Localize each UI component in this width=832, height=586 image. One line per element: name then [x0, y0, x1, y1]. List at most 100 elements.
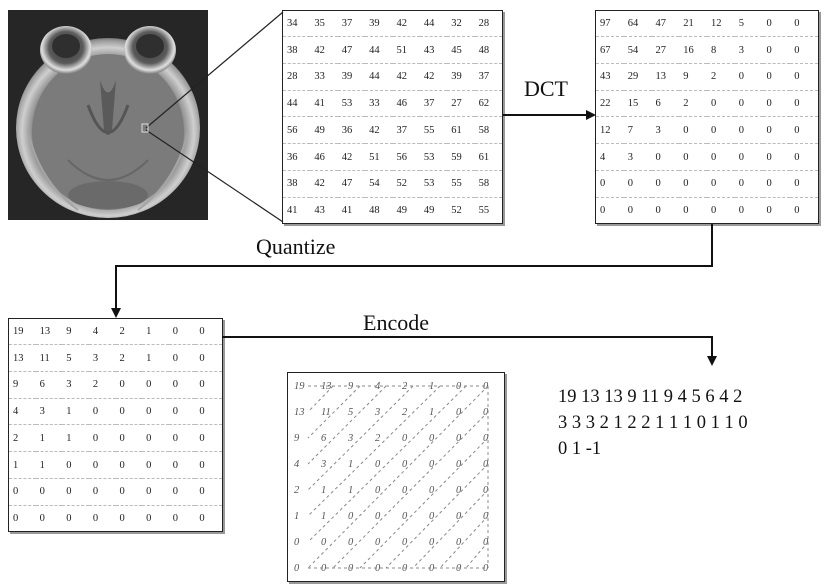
- matrix-cell: 56: [283, 116, 311, 145]
- matrix-cell: 42: [392, 11, 420, 38]
- matrix-cell: 19: [9, 319, 36, 346]
- encode-label: Encode: [363, 310, 429, 335]
- matrix-cell: 1: [142, 319, 169, 346]
- matrix-cell: 1: [321, 510, 327, 522]
- matrix-cell: 0: [142, 371, 169, 399]
- matrix-cell: 0: [168, 319, 196, 346]
- matrix-cell: 62: [474, 90, 502, 118]
- matrix-cell: 41: [310, 90, 338, 118]
- matrix-cell: 47: [337, 170, 366, 198]
- matrix-cell: 12: [707, 11, 735, 38]
- matrix-cell: 46: [392, 90, 420, 118]
- matrix-cell: 1: [142, 344, 169, 372]
- matrix-cell: 0: [483, 536, 489, 548]
- matrix-cell: 0: [707, 116, 735, 145]
- matrix-cell: 4: [375, 380, 381, 392]
- brain-mri-image: [8, 10, 208, 220]
- matrix-cell: 0: [402, 432, 408, 444]
- matrix-cell: 0: [195, 371, 222, 399]
- matrix-cell: 0: [172, 512, 178, 524]
- matrix-cell: 22: [596, 90, 624, 118]
- matrix-cell: 0: [734, 170, 763, 198]
- matrix-cell: 0: [115, 371, 143, 399]
- matrix-cell: 0: [456, 484, 462, 496]
- matrix-cell: 0: [790, 90, 818, 118]
- matrix-cell: 58: [474, 116, 502, 145]
- matrix-cell: 45: [447, 36, 475, 64]
- matrix-cell: 0: [115, 451, 143, 479]
- matrix-cell: 1: [294, 510, 300, 522]
- matrix-cell: 0: [766, 204, 772, 216]
- matrix-cell: 4: [596, 143, 624, 171]
- matrix-cell: 52: [392, 170, 420, 198]
- matrix-cell: 1: [35, 424, 63, 453]
- matrix-cell: 36: [337, 116, 366, 145]
- matrix-cell: 0: [168, 424, 196, 453]
- matrix-cell: 41: [341, 204, 353, 216]
- matrix-cell: 43: [314, 204, 325, 216]
- matrix-cell: 1: [348, 458, 354, 470]
- matrix-cell: 0: [39, 512, 45, 524]
- matrix-cell: 1: [9, 451, 36, 479]
- matrix-cell: 0: [375, 484, 381, 496]
- matrix-cell: 49: [396, 204, 408, 216]
- matrix-cell: 0: [402, 536, 408, 548]
- matrix-cell: 1: [321, 484, 327, 496]
- matrix-cell: 11: [321, 406, 331, 418]
- zoom-line-top: [145, 11, 284, 129]
- matrix-cell: 64: [623, 11, 652, 38]
- matrix-cell: 0: [402, 458, 408, 470]
- matrix-cell: 0: [483, 458, 489, 470]
- matrix-cell: 2: [88, 371, 116, 399]
- matrix-cell: 0: [483, 484, 489, 496]
- matrix-cell: 0: [62, 478, 89, 506]
- matrix-cell: 3: [734, 36, 763, 64]
- matrix-cell: 44: [365, 36, 393, 64]
- matrix-cell: 0: [199, 512, 205, 524]
- matrix-cell: 43: [596, 63, 624, 91]
- matrix-cell: 0: [596, 170, 624, 198]
- matrix-cell: 0: [195, 424, 222, 453]
- matrix-cell: 42: [419, 63, 448, 91]
- matrix-cell: 0: [429, 484, 435, 496]
- matrix-cell: 0: [429, 536, 435, 548]
- matrix-cell: 0: [195, 319, 222, 346]
- encoded-line: 3 3 3 2 1 2 2 1 1 1 0 1 1 0: [558, 413, 748, 433]
- matrix-cell: 0: [456, 432, 462, 444]
- matrix-cell: 33: [365, 90, 393, 118]
- matrix-cell: 34: [283, 11, 311, 38]
- matrix-cell: 61: [447, 116, 475, 145]
- matrix-cell: 3: [88, 344, 116, 372]
- matrix-cell: 53: [419, 143, 448, 171]
- matrix-cell: 52: [451, 204, 462, 216]
- matrix-cell: 1: [35, 451, 63, 479]
- quantize-arrow: [111, 224, 713, 318]
- matrix-cell: 3: [375, 406, 381, 418]
- matrix-cell: 37: [392, 116, 420, 145]
- matrix-cell: 28: [474, 11, 502, 38]
- matrix-cell: 51: [392, 36, 420, 64]
- matrix-cell: 67: [596, 36, 624, 64]
- matrix-cell: 4: [88, 319, 116, 346]
- matrix-cell: 0: [88, 451, 116, 479]
- matrix-cell: 0: [119, 512, 125, 524]
- matrix-cell: 13: [9, 344, 36, 372]
- zoom-region-marker: [141, 123, 149, 133]
- matrix-cell: 0: [790, 36, 818, 64]
